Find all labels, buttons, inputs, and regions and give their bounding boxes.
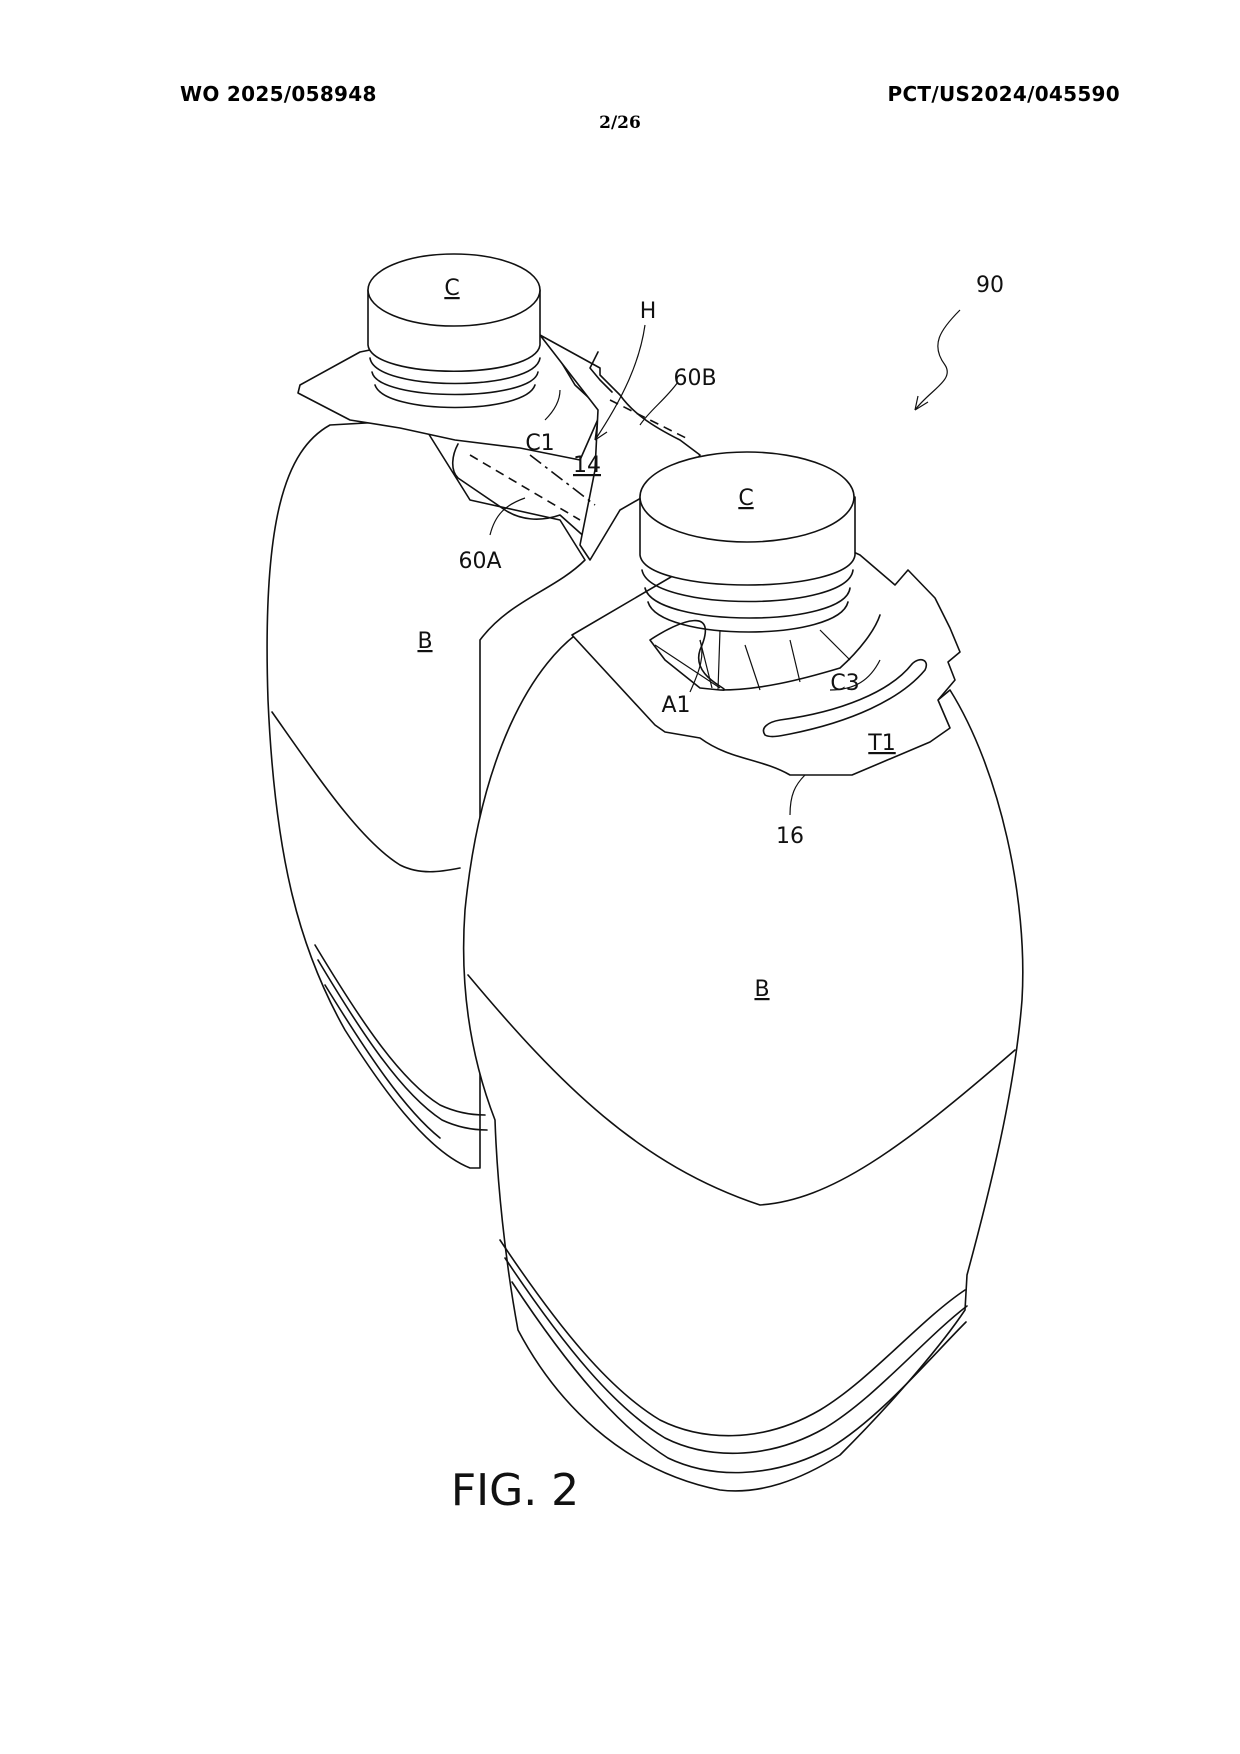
front-cap-top — [639, 451, 855, 543]
label-60A: 60A — [458, 549, 501, 574]
front-cap-ring-1 — [641, 569, 854, 603]
label-C3: C3 — [830, 671, 859, 696]
leader-60A — [489, 497, 526, 536]
leader-90-arrowhead — [914, 395, 929, 411]
carrier-bridge — [539, 334, 701, 561]
front-cap — [639, 451, 856, 633]
front-bottle-base-band-2 — [504, 1257, 968, 1455]
leader-C1 — [544, 389, 561, 421]
carrier-bridge-notch — [589, 351, 613, 393]
label-60B: 60B — [673, 366, 716, 391]
carrier-front-petals — [654, 629, 851, 691]
rear-bottle-base-band-2 — [317, 959, 488, 1131]
rear-bottle-base-band-1 — [314, 944, 486, 1116]
front-bottle — [462, 624, 1024, 1492]
publication-number: WO 2025/058948 — [180, 82, 377, 106]
label-cap-front: C — [738, 486, 753, 511]
leader-C3 — [829, 659, 881, 691]
label-T1: T1 — [867, 731, 895, 756]
rear-cap — [367, 253, 541, 409]
rear-bottle — [266, 419, 586, 1169]
carrier-front-aperture — [649, 614, 881, 691]
rear-bottle-base-band-3 — [324, 984, 441, 1139]
page-number: 2/26 — [599, 113, 641, 133]
front-bottle-base-band-3 — [511, 1281, 967, 1474]
leader-60B — [639, 381, 679, 426]
label-14: 14 — [573, 453, 601, 478]
leader-90 — [914, 309, 961, 411]
center-line — [529, 454, 596, 506]
label-16: 16 — [776, 824, 804, 849]
rear-cap-ring-1 — [369, 357, 541, 385]
front-bottle-body — [462, 624, 1024, 1492]
rear-cap-top — [367, 253, 541, 327]
carrier-bridge-panel — [539, 334, 701, 561]
carrier-rear-slot — [451, 443, 601, 541]
label-A1: A1 — [661, 693, 690, 718]
carrier-front-tab — [571, 539, 961, 776]
application-number: PCT/US2024/045590 — [887, 82, 1120, 106]
carrier-front-flange — [571, 539, 961, 776]
front-cap-ring-2 — [644, 587, 851, 619]
rear-cap-ring-2 — [371, 371, 539, 396]
front-bottle-base-band-1 — [499, 1239, 966, 1437]
leader-16 — [789, 774, 806, 816]
label-H: H — [640, 299, 657, 324]
label-C1: C1 — [525, 431, 554, 456]
rear-bottle-shoulder — [271, 711, 461, 873]
front-neck — [647, 601, 849, 633]
leader-H — [594, 324, 646, 441]
label-90: 90 — [976, 273, 1004, 298]
carrier-front-handle-slot — [762, 658, 928, 738]
leader-H-arrowhead — [594, 424, 608, 441]
leader-A1 — [689, 639, 703, 693]
label-body-front: B — [754, 977, 769, 1002]
fold-line-60A — [469, 454, 581, 521]
rear-bottle-body — [266, 419, 586, 1169]
front-bottle-shoulder — [467, 974, 1016, 1206]
rear-neck — [374, 384, 536, 409]
label-body-rear: B — [417, 629, 432, 654]
figure-caption: FIG. 2 — [451, 1465, 579, 1516]
label-cap-rear: C — [444, 276, 459, 301]
